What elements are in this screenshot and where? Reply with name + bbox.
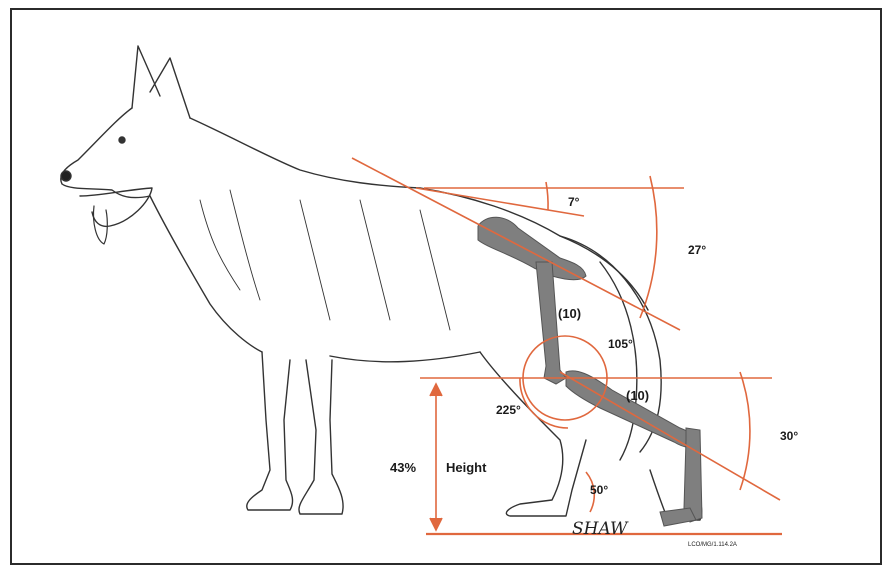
- height-word-label: Height: [446, 460, 487, 475]
- angle-labels: 7° 27° (10) 105° (10) 225° 30° 50° 43% H…: [390, 195, 798, 497]
- dog-head: [61, 108, 150, 198]
- dog-front-leg-2: [299, 360, 343, 514]
- dog-ear-left: [132, 46, 160, 108]
- croup-angle-arc: [546, 182, 548, 210]
- hind-skeleton: [478, 217, 702, 526]
- lower-thigh-line: [560, 372, 780, 500]
- femur-length-label: (10): [558, 306, 581, 321]
- metatarsus-bone: [684, 428, 702, 522]
- tibia-bone: [566, 371, 700, 448]
- hock-angle-label: 50°: [590, 483, 608, 497]
- dog-chest: [150, 196, 262, 352]
- pelvis-angle-label: 27°: [688, 243, 706, 257]
- lower-thigh-angle-label: 30°: [780, 429, 798, 443]
- pelvis-angle-arc: [640, 176, 657, 318]
- dog-topline: [190, 118, 648, 310]
- dog-nose: [61, 171, 71, 181]
- rear-angle-label: 225°: [496, 403, 521, 417]
- height-arrow-bottom: [430, 518, 442, 530]
- figure-reference-code: LCO/MG/1.114.2A: [688, 542, 737, 548]
- angle-guide-lines: [352, 158, 782, 534]
- toe-bones: [660, 508, 696, 526]
- height-percent-label: 43%: [390, 460, 416, 475]
- dog-front-leg-1: [247, 352, 293, 510]
- artist-signature: SHAW: [572, 519, 629, 539]
- lower-thigh-angle-arc: [740, 372, 750, 490]
- femur-bone: [536, 262, 566, 384]
- dog-illustration: [61, 46, 702, 520]
- croup-slope-line: [416, 188, 584, 216]
- pelvis-slope-line: [352, 158, 680, 330]
- dog-fur-shoulder: [200, 190, 450, 330]
- height-arrow-top: [430, 384, 442, 396]
- dog-eye: [119, 137, 125, 143]
- dog-belly: [330, 352, 480, 362]
- tibia-length-label: (10): [626, 388, 649, 403]
- dog-mouth: [80, 188, 152, 226]
- pelvis-bone: [478, 217, 586, 280]
- femur-tibia-angle-label: 105°: [608, 337, 633, 351]
- croup-angle-label: 7°: [568, 195, 580, 209]
